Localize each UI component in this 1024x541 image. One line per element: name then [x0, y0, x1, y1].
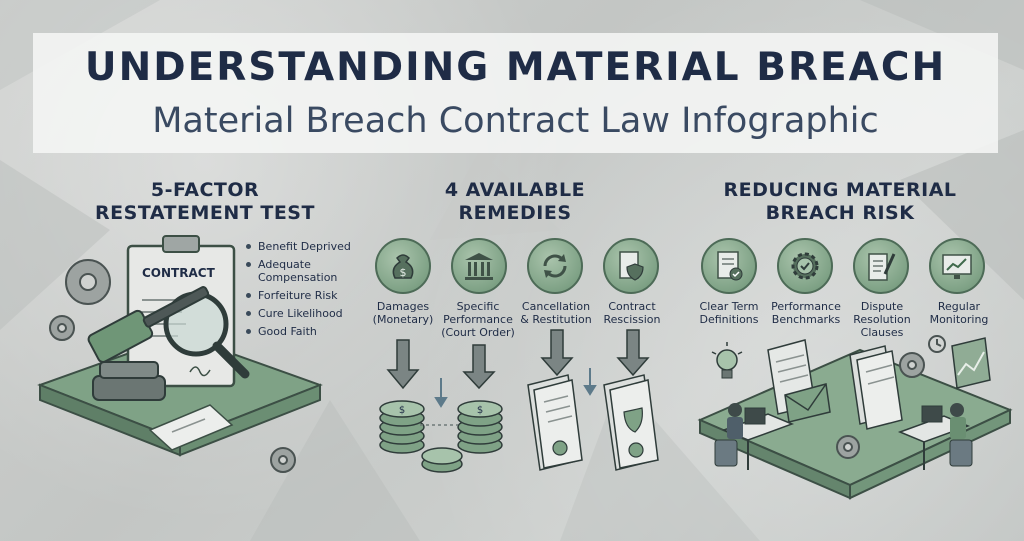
left-section-heading: 5-FACTOR RESTATEMENT TEST — [90, 179, 320, 225]
measure-label-line: Resolution — [853, 313, 911, 326]
coin-icon — [421, 447, 463, 473]
remedy-label-damages: Damages (Monetary) — [366, 300, 440, 326]
platform-illustration — [37, 333, 323, 457]
coin-stack-icon — [457, 400, 503, 454]
measure-label-line: Dispute — [860, 300, 904, 313]
remedy-label-specific-performance: Specific Performance (Court Order) — [436, 300, 520, 339]
title-band: UNDERSTANDING MATERIAL BREACH Material B… — [33, 33, 998, 153]
clipboard-pen-icon — [853, 238, 909, 294]
gear-icon — [49, 315, 75, 341]
middle-section-heading: 4 AVAILABLE REMEDIES — [400, 179, 630, 225]
measure-label-line: Benchmarks — [771, 313, 841, 326]
right-heading-line1: REDUCING MATERIAL — [723, 179, 957, 201]
measure-label-performance: Performance Benchmarks — [767, 300, 845, 326]
arrow-down-icon — [462, 344, 496, 390]
gavel-icon — [87, 286, 210, 401]
list-item: Good Faith — [244, 325, 364, 338]
arrow-down-icon — [540, 329, 574, 377]
arrow-down-icon — [616, 329, 650, 377]
document-icon — [148, 404, 234, 451]
remedy-label-cancellation: Cancellation & Restitution — [516, 300, 596, 326]
right-heading-line2: BREACH RISK — [765, 202, 915, 224]
cycle-arrows-icon — [527, 238, 583, 294]
lightbulb-icon — [711, 342, 743, 379]
gear-icon — [270, 447, 296, 473]
measure-label-line: Definitions — [699, 313, 759, 326]
list-item: Cure Likelihood — [244, 307, 364, 320]
middle-heading-line2: REMEDIES — [458, 202, 572, 224]
remedy-label-line: & Restitution — [520, 313, 592, 326]
factor-list: Benefit Deprived Adequate Compensation F… — [244, 240, 364, 343]
worker-desk-illustration — [714, 403, 795, 470]
list-item: Benefit Deprived — [244, 240, 364, 253]
list-item: Adequate Compensation — [244, 258, 364, 284]
remedy-label-line: (Monetary) — [372, 313, 434, 326]
middle-heading-line1: 4 AVAILABLE — [444, 179, 586, 201]
gear-check-icon — [777, 238, 833, 294]
money-bag-icon: $ — [375, 238, 431, 294]
left-heading-line1: 5-FACTOR — [150, 179, 260, 201]
office-platform-illustration — [697, 348, 1013, 500]
floating-document-icon — [767, 339, 816, 415]
dollar-icon: $ — [399, 405, 405, 416]
coin-stack-icon — [379, 400, 425, 454]
measure-label-clear-term: Clear Term Definitions — [690, 300, 768, 326]
remedy-label-rescission: Contract Rescission — [595, 300, 669, 326]
svg-text:$: $ — [400, 266, 407, 279]
gear-icon — [836, 435, 860, 459]
clipboard-label: CONTRACT — [142, 266, 215, 280]
envelope-icon — [784, 383, 831, 423]
document-stack-icon — [849, 345, 903, 430]
list-item: Forfeiture Risk — [244, 289, 364, 302]
monitor-chart-icon — [929, 238, 985, 294]
left-heading-line2: RESTATEMENT TEST — [95, 202, 315, 224]
measure-label-monitoring: Regular Monitoring — [920, 300, 998, 326]
arrow-down-icon — [386, 339, 420, 390]
measure-label-line: Clear Term — [699, 300, 759, 313]
remedy-label-line: Contract — [608, 300, 656, 313]
gear-icon — [899, 352, 925, 378]
gear-icon — [65, 259, 111, 305]
worker-desk-illustration — [897, 403, 973, 470]
document-shield-icon — [603, 374, 659, 471]
remedy-label-line: Damages — [376, 300, 430, 313]
dollar-icon: $ — [477, 405, 483, 416]
remedy-label-line: Rescission — [603, 313, 661, 326]
remedy-label-line: (Court Order) — [441, 326, 515, 339]
clipboard-icon — [126, 235, 236, 388]
courthouse-icon — [451, 238, 507, 294]
page-title: UNDERSTANDING MATERIAL BREACH — [84, 45, 947, 90]
remedy-label-line: Performance — [443, 313, 513, 326]
measure-label-line: Regular — [937, 300, 981, 313]
arrow-down-icon — [434, 378, 448, 408]
right-section-heading: REDUCING MATERIAL BREACH RISK — [700, 179, 980, 225]
page-subtitle: Material Breach Contract Law Infographic — [152, 101, 879, 141]
measure-label-dispute: Dispute Resolution Clauses — [843, 300, 921, 339]
magnifier-icon — [163, 291, 250, 379]
measure-label-line: Performance — [771, 300, 841, 313]
remedy-label-line: Specific — [456, 300, 500, 313]
remedy-label-line: Cancellation — [521, 300, 591, 313]
chart-panel-icon — [951, 337, 991, 389]
arrow-down-icon — [583, 368, 597, 396]
document-check-icon — [701, 238, 757, 294]
measure-label-line: Monitoring — [929, 313, 989, 326]
document-seal-icon — [527, 374, 583, 471]
clock-icon — [928, 335, 946, 353]
measure-label-line: Clauses — [860, 326, 904, 339]
document-shield-icon — [603, 238, 659, 294]
